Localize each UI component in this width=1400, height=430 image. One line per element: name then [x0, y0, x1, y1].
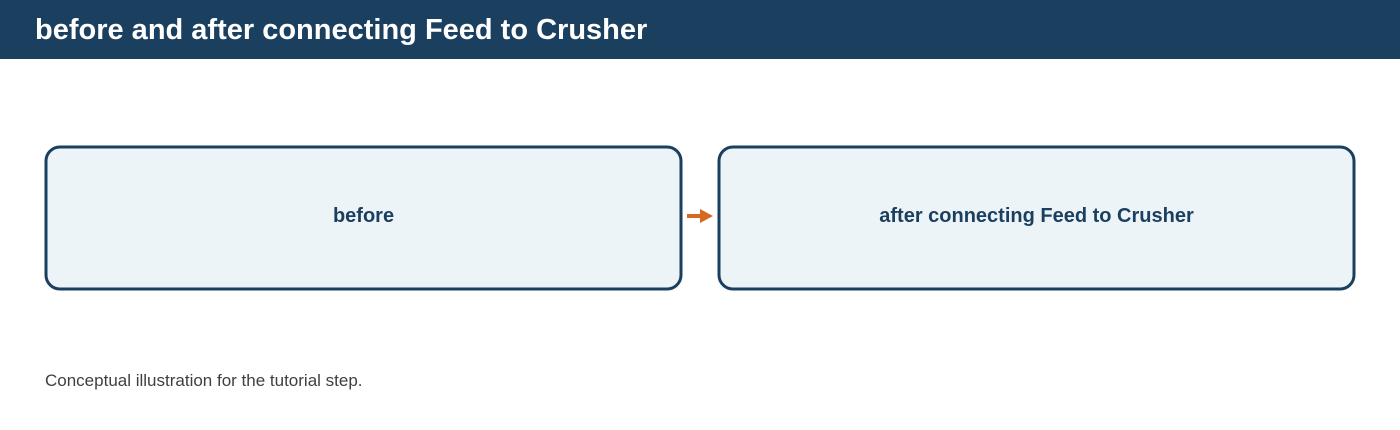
after-panel: after connecting Feed to Crusher: [717, 145, 1356, 291]
page-title: before and after connecting Feed to Crus…: [35, 14, 648, 46]
arrow-right-icon: [687, 209, 713, 223]
header-bar: before and after connecting Feed to Crus…: [0, 0, 1400, 59]
caption-text: Conceptual illustration for the tutorial…: [45, 371, 363, 390]
after-panel-box: [717, 145, 1356, 291]
before-panel-box: [44, 145, 683, 291]
before-panel: before: [44, 145, 683, 291]
before-panel-label: before: [333, 205, 394, 227]
after-panel-label: after connecting Feed to Crusher: [879, 205, 1194, 227]
